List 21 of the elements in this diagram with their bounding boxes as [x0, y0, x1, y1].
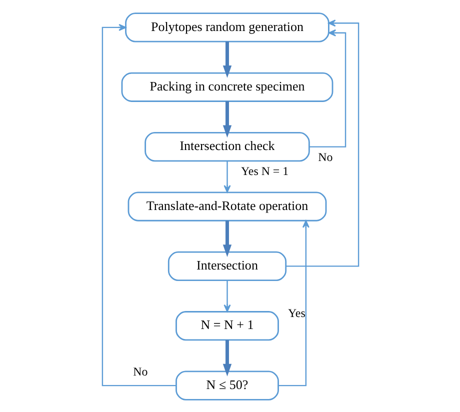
- arrow: [285, 19, 359, 266]
- node-box: Polytopes random generation: [124, 12, 329, 42]
- node-box: N ≤ 50?: [175, 370, 278, 400]
- edge-label: No: [132, 364, 148, 378]
- node-box: N = N + 1: [175, 310, 278, 340]
- arrow: [223, 280, 230, 312]
- node-box: Intersection: [167, 250, 286, 280]
- node-box: Translate-and-Rotate operation: [127, 191, 326, 221]
- arrow: [278, 220, 309, 386]
- edge-label: Yes: [288, 305, 305, 320]
- edge-label: Yes N = 1: [240, 163, 288, 178]
- arrow: [222, 340, 232, 376]
- node-box: Packing in concrete specimen: [120, 72, 333, 102]
- edge-label: No: [318, 150, 332, 164]
- arrow: [222, 41, 232, 78]
- arrow: [308, 28, 346, 147]
- node-box: Intersection check: [144, 132, 310, 162]
- arrow: [223, 160, 230, 192]
- arrow: [222, 220, 232, 256]
- arrow: [222, 100, 232, 138]
- arrow: [101, 23, 176, 386]
